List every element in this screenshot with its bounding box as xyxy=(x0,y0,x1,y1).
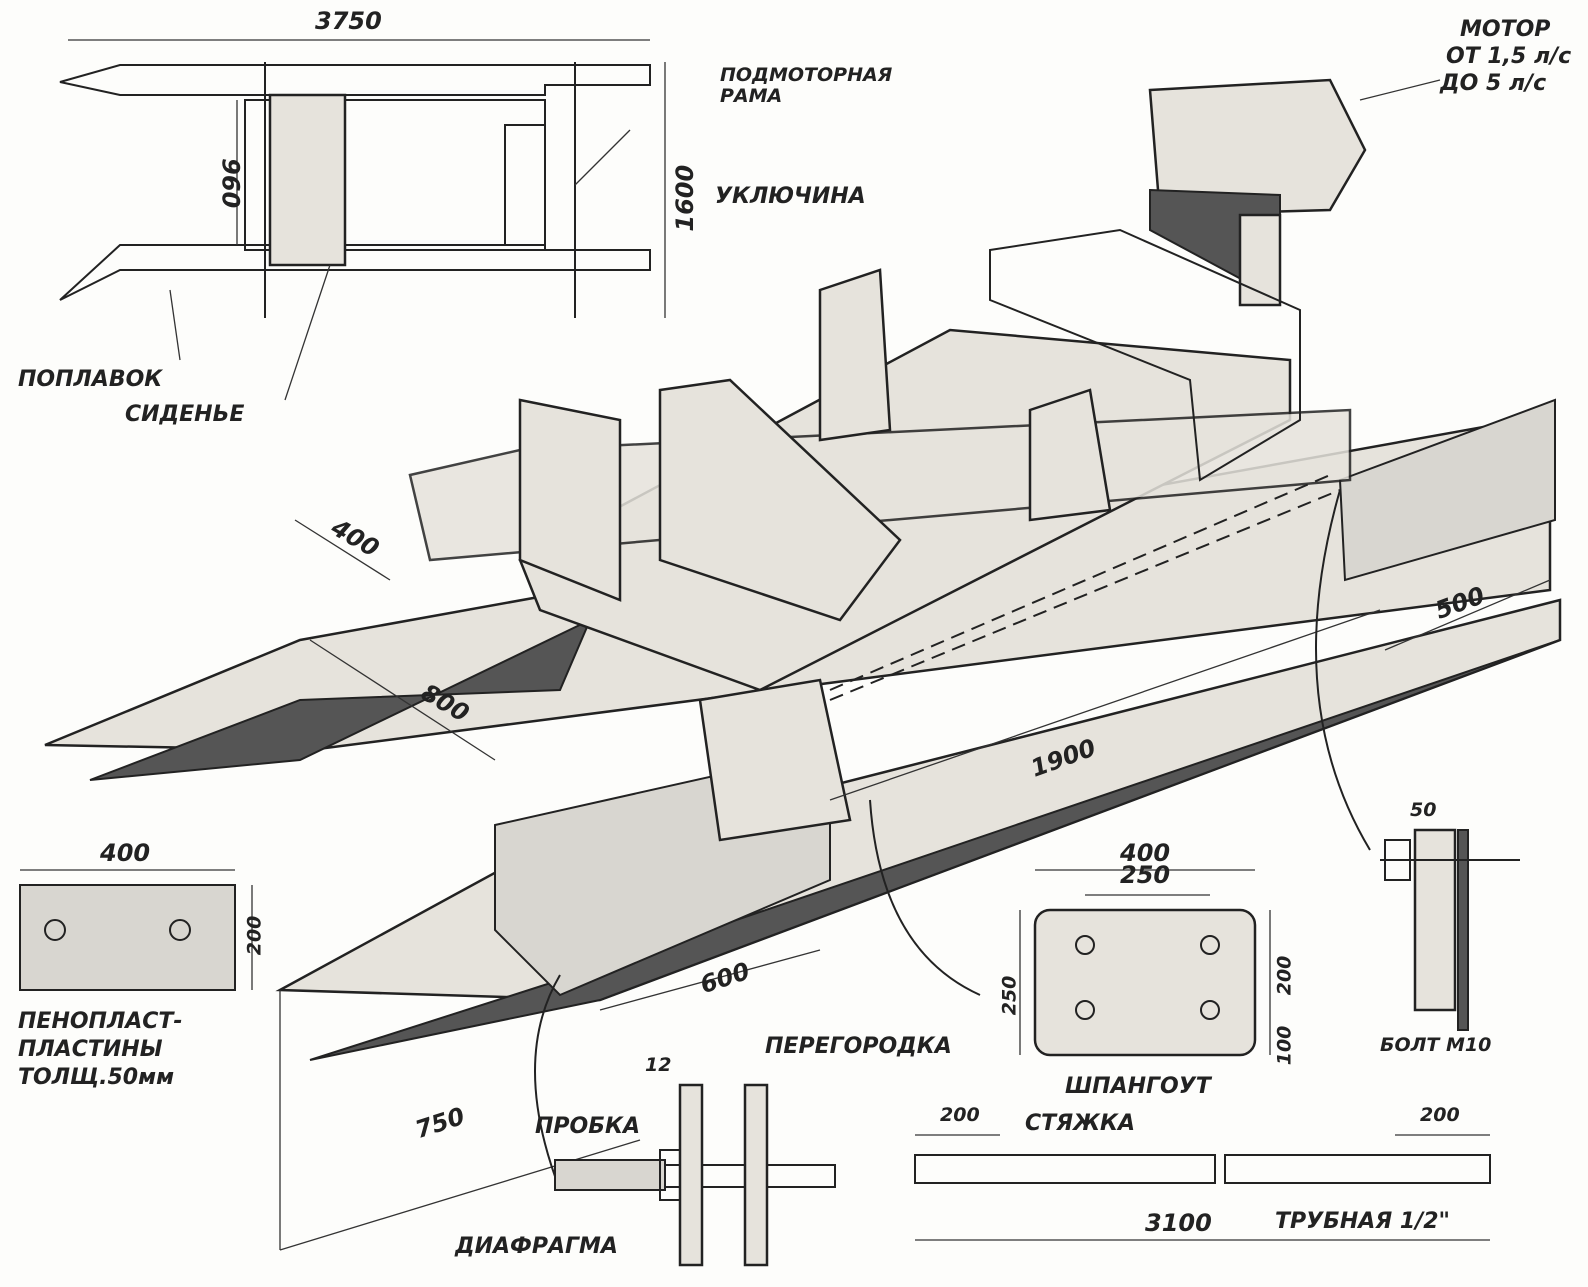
foam-label-line1: ПЕНОПЛАСТ- xyxy=(18,1009,183,1034)
plan-view xyxy=(59,39,666,401)
frame-shape xyxy=(1033,908,1257,1057)
partition-label: ПЕРЕГОРОДКА xyxy=(765,1034,952,1059)
frame-width-dimension: 400 xyxy=(1120,839,1171,867)
foam-plate-shape xyxy=(19,884,236,991)
motor-label-line1: МОТОР xyxy=(1460,17,1551,42)
seat-label: СИДЕНЬЕ xyxy=(125,402,245,427)
oarlock-label: УКЛЮЧИНА xyxy=(715,184,866,209)
pipe-label: ТРУБНАЯ 1/2" xyxy=(1275,1209,1451,1234)
tie-rod-length-dimension: 3100 xyxy=(1145,1209,1212,1237)
frame-hole-vertical-dimension: 200 xyxy=(1273,955,1296,996)
deck-and-seat xyxy=(408,268,1352,842)
tie-rod-right-end-dimension: 200 xyxy=(1420,1104,1460,1126)
tie-rod-left-end-dimension: 200 xyxy=(940,1104,980,1126)
foam-label-line2: ПЛАСТИНЫ xyxy=(18,1037,163,1062)
diaphragm-thickness-dimension: 12 xyxy=(645,1054,672,1076)
frame-label: ШПАНГОУТ xyxy=(1065,1074,1211,1099)
foam-label-line3: ТОЛЩ.50мм xyxy=(18,1065,175,1090)
plan-overall-width-dimension: 1600 xyxy=(671,164,700,232)
float-label: ПОПЛАВОК xyxy=(18,367,163,392)
plug-label: ПРОБКА xyxy=(535,1114,641,1139)
plan-inner-width-dimension: 960 xyxy=(216,158,245,209)
foam-width-dimension: 400 xyxy=(100,839,151,867)
frame-bottom-offset-dimension: 100 xyxy=(1273,1025,1296,1066)
dimension-lines xyxy=(279,489,1551,1251)
frame-hole-spacing-dimension: 250 xyxy=(1120,861,1171,889)
frame-height-dimension: 250 xyxy=(998,975,1021,1016)
plan-length-dimension: 3750 xyxy=(315,7,382,35)
motor-frame-label: ПОДМОТОРНАЯ РАМА xyxy=(720,64,893,107)
bolt-width-dimension: 50 xyxy=(1410,799,1437,821)
motor-label-line3: ДО 5 л/с xyxy=(1440,71,1547,96)
foam-height-dimension: 200 xyxy=(243,915,266,956)
diaphragm-label: ДИАФРАГМА xyxy=(455,1234,618,1259)
motor xyxy=(989,78,1441,482)
motor-label-line2: ОТ 1,5 л/с xyxy=(1446,44,1572,69)
tie-rod-label: СТЯЖКА xyxy=(1025,1111,1136,1136)
bolt-label: БОЛТ М10 xyxy=(1380,1034,1492,1056)
